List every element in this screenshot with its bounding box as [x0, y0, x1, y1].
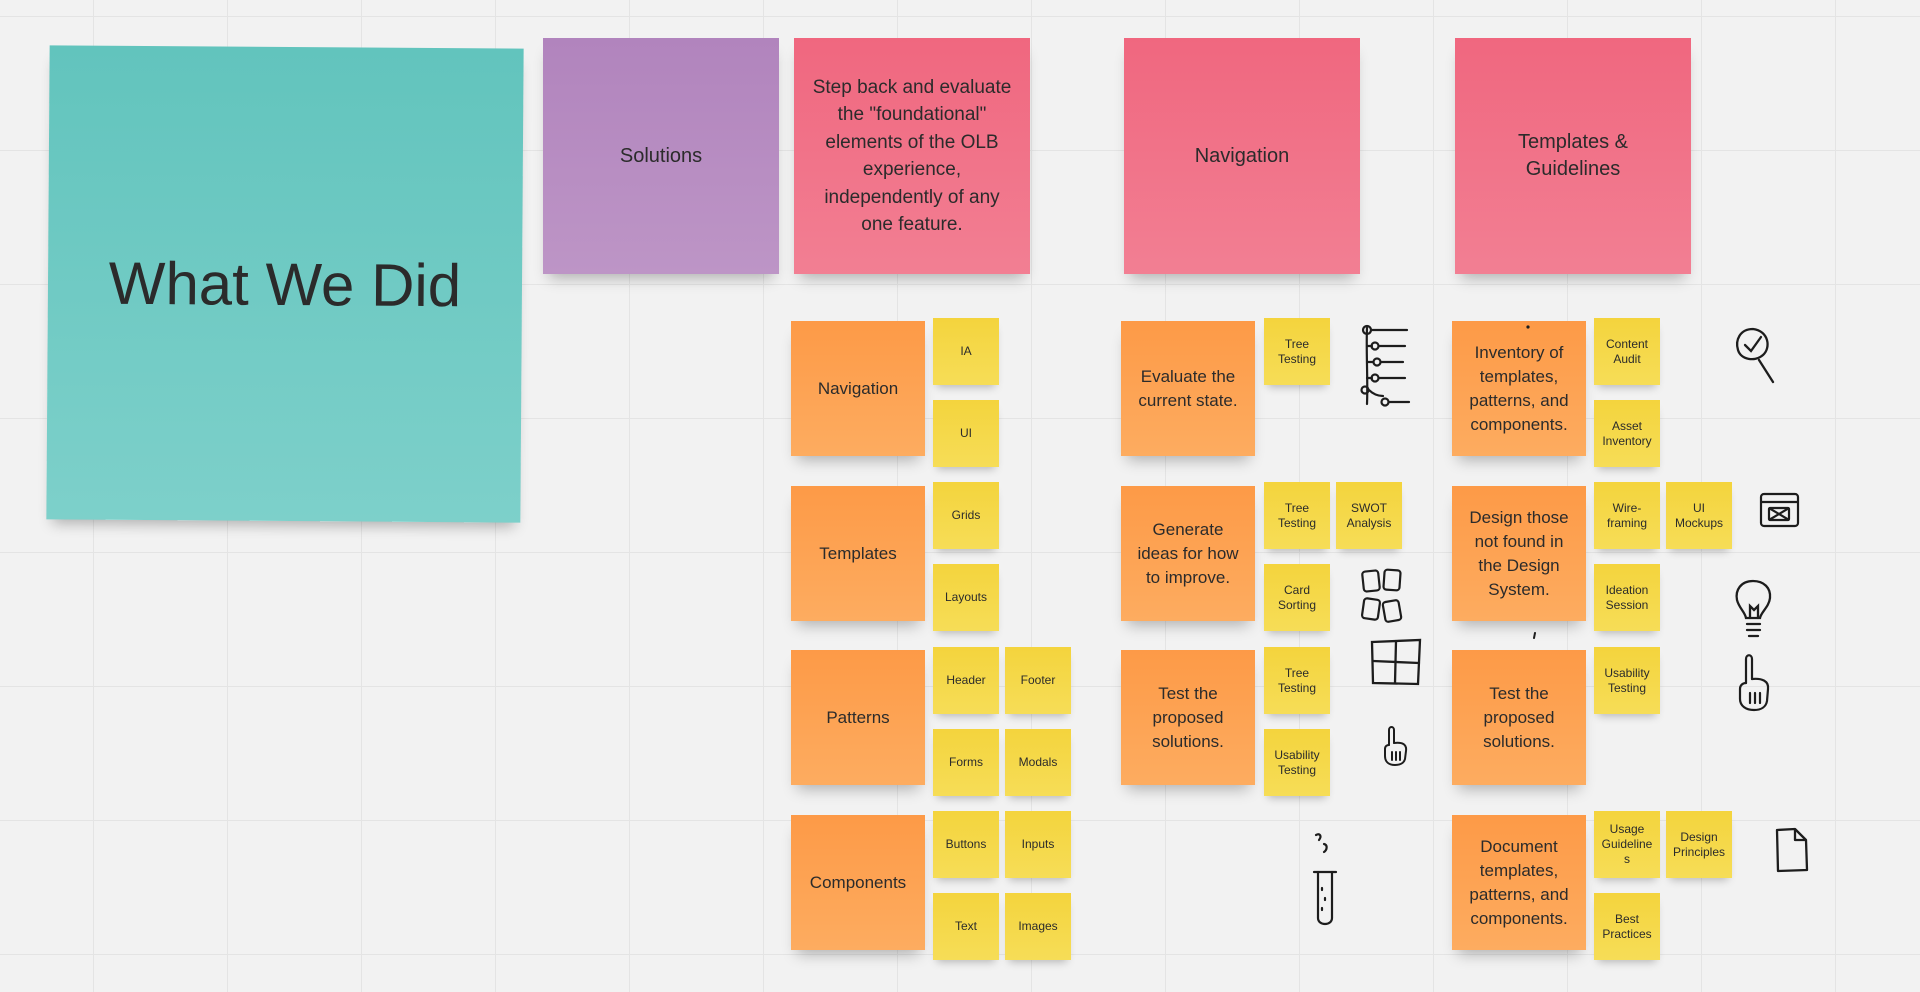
tag-text: Usability Testing — [1274, 747, 1320, 777]
pointer-hand-icon — [1380, 725, 1410, 767]
tag-text: Tree Testing — [1277, 665, 1317, 695]
tag-sticky-images[interactable]: Images — [1005, 893, 1071, 960]
grid-layout-icon — [1370, 638, 1422, 686]
card-sort-icon — [1360, 567, 1406, 625]
sticky-note-text: Templates & Guidelines — [1517, 131, 1629, 180]
sticky-note-text: Step back and evaluate the "foundational… — [812, 76, 1012, 236]
sticky-note-text: Solutions — [619, 144, 703, 167]
document-icon — [1773, 826, 1811, 874]
tag-text: Inputs — [1021, 837, 1055, 851]
test-tube-icon — [1310, 830, 1340, 930]
tag-sticky-grids[interactable]: Grids — [933, 482, 999, 549]
sticky-note-text: Navigation — [1194, 144, 1290, 167]
pen-mark — [1525, 324, 1531, 330]
tag-sticky-ideation-session[interactable]: Ideation Session — [1594, 564, 1660, 631]
sticky-note-text: Patterns — [826, 707, 890, 727]
sticky-note-components[interactable]: Components — [791, 815, 925, 950]
sticky-note-text: Templates — [819, 543, 897, 563]
tag-text: Asset Inventory — [1602, 418, 1652, 448]
tag-sticky-asset-inventory[interactable]: Asset Inventory — [1594, 400, 1660, 467]
sticky-note-generate-ideas[interactable]: Generate ideas for how to improve. — [1121, 486, 1255, 621]
tag-sticky-usage-guidelines[interactable]: Usage Guideline s — [1594, 811, 1660, 878]
tree-diagram-icon — [1355, 320, 1415, 412]
sticky-note-document[interactable]: Document templates, patterns, and compon… — [1452, 815, 1586, 950]
sticky-note-text: Design those not found in the Design Sys… — [1469, 507, 1569, 599]
sticky-note-text: Test the proposed solutions. — [1483, 683, 1555, 751]
sticky-note-foundational[interactable]: Step back and evaluate the "foundational… — [794, 38, 1030, 274]
sticky-note-solutions[interactable]: Solutions — [543, 38, 779, 274]
sticky-note-evaluate[interactable]: Evaluate the current state. — [1121, 321, 1255, 456]
search-check-icon — [1733, 325, 1777, 387]
tag-text: Ideation Session — [1605, 582, 1649, 612]
tag-text: Tree Testing — [1277, 500, 1317, 530]
sticky-note-text: Test the proposed solutions. — [1152, 683, 1224, 751]
tag-text: Content Audit — [1605, 336, 1649, 366]
tag-text: Modals — [1018, 755, 1058, 769]
tag-sticky-layouts[interactable]: Layouts — [933, 564, 999, 631]
tag-sticky-wireframing[interactable]: Wire-framing — [1594, 482, 1660, 549]
sticky-note-text: Components — [809, 872, 907, 892]
sticky-note-text: Navigation — [817, 378, 899, 398]
tag-sticky-tree-testing-1[interactable]: Tree Testing — [1264, 318, 1330, 385]
tag-sticky-buttons[interactable]: Buttons — [933, 811, 999, 878]
lightbulb-icon — [1733, 578, 1775, 642]
pen-mark — [1532, 632, 1538, 640]
tag-text: UI Mockups — [1674, 500, 1724, 530]
tag-text: SWOT Analysis — [1346, 500, 1392, 530]
sticky-note-design-missing[interactable]: Design those not found in the Design Sys… — [1452, 486, 1586, 621]
sticky-note-templates-guidelines[interactable]: Templates & Guidelines — [1455, 38, 1691, 274]
sticky-note-navigation-header[interactable]: Navigation — [1124, 38, 1360, 274]
tag-sticky-swot-analysis[interactable]: SWOT Analysis — [1336, 482, 1402, 549]
tag-sticky-tree-testing-3[interactable]: Tree Testing — [1264, 647, 1330, 714]
sticky-note-test-solutions-nav[interactable]: Test the proposed solutions. — [1121, 650, 1255, 785]
sticky-note-templates[interactable]: Templates — [791, 486, 925, 621]
tag-sticky-tree-testing-2[interactable]: Tree Testing — [1264, 482, 1330, 549]
tag-sticky-card-sorting[interactable]: Card Sorting — [1264, 564, 1330, 631]
tag-text: Design Principles — [1672, 829, 1726, 859]
sticky-note-text: Evaluate the current state. — [1138, 366, 1238, 410]
tag-sticky-forms[interactable]: Forms — [933, 729, 999, 796]
tag-sticky-header[interactable]: Header — [933, 647, 999, 714]
tag-sticky-footer[interactable]: Footer — [1005, 647, 1071, 714]
tag-text: UI — [960, 426, 972, 440]
tag-text: Tree Testing — [1277, 336, 1317, 366]
title-sticky-note[interactable]: What We Did — [46, 45, 524, 523]
tag-sticky-text[interactable]: Text — [933, 893, 999, 960]
tag-sticky-usability-testing-1[interactable]: Usability Testing — [1264, 729, 1330, 796]
tag-text: Forms — [949, 755, 983, 769]
tag-text: Usability Testing — [1604, 665, 1650, 695]
tag-sticky-modals[interactable]: Modals — [1005, 729, 1071, 796]
tag-text: Header — [946, 673, 986, 687]
sticky-note-test-solutions-tpl[interactable]: Test the proposed solutions. — [1452, 650, 1586, 785]
sticky-note-text: Document templates, patterns, and compon… — [1469, 836, 1569, 928]
tag-sticky-ia[interactable]: IA — [933, 318, 999, 385]
tag-text: Grids — [951, 508, 981, 522]
tag-text: Footer — [1020, 673, 1056, 687]
tag-sticky-inputs[interactable]: Inputs — [1005, 811, 1071, 878]
tag-sticky-usability-testing-2[interactable]: Usability Testing — [1594, 647, 1660, 714]
tag-text: Card Sorting — [1277, 582, 1317, 612]
tag-text: Layouts — [944, 590, 988, 604]
tag-sticky-design-principles[interactable]: Design Principles — [1666, 811, 1732, 878]
sticky-note-text: Generate ideas for how to improve. — [1137, 519, 1239, 587]
sticky-note-navigation[interactable]: Navigation — [791, 321, 925, 456]
sticky-note-text: Inventory of templates, patterns, and co… — [1469, 342, 1569, 434]
tag-text: Usage Guideline s — [1601, 822, 1653, 866]
tag-text: IA — [960, 344, 972, 358]
tag-sticky-ui-mockups[interactable]: UI Mockups — [1666, 482, 1732, 549]
tag-sticky-content-audit[interactable]: Content Audit — [1594, 318, 1660, 385]
tag-text: Text — [954, 919, 977, 933]
tag-sticky-best-practices[interactable]: Best Practices — [1594, 893, 1660, 960]
tag-text: Wire-framing — [1606, 500, 1647, 530]
browser-window-icon — [1758, 491, 1802, 529]
tag-text: Buttons — [945, 837, 987, 851]
tag-text: Images — [1018, 919, 1058, 933]
title-text: What We Did — [108, 249, 462, 319]
pointer-hand-icon-2 — [1734, 653, 1772, 713]
tag-sticky-ui[interactable]: UI — [933, 400, 999, 467]
sticky-note-inventory[interactable]: Inventory of templates, patterns, and co… — [1452, 321, 1586, 456]
sticky-note-patterns[interactable]: Patterns — [791, 650, 925, 785]
tag-text: Best Practices — [1602, 911, 1652, 941]
